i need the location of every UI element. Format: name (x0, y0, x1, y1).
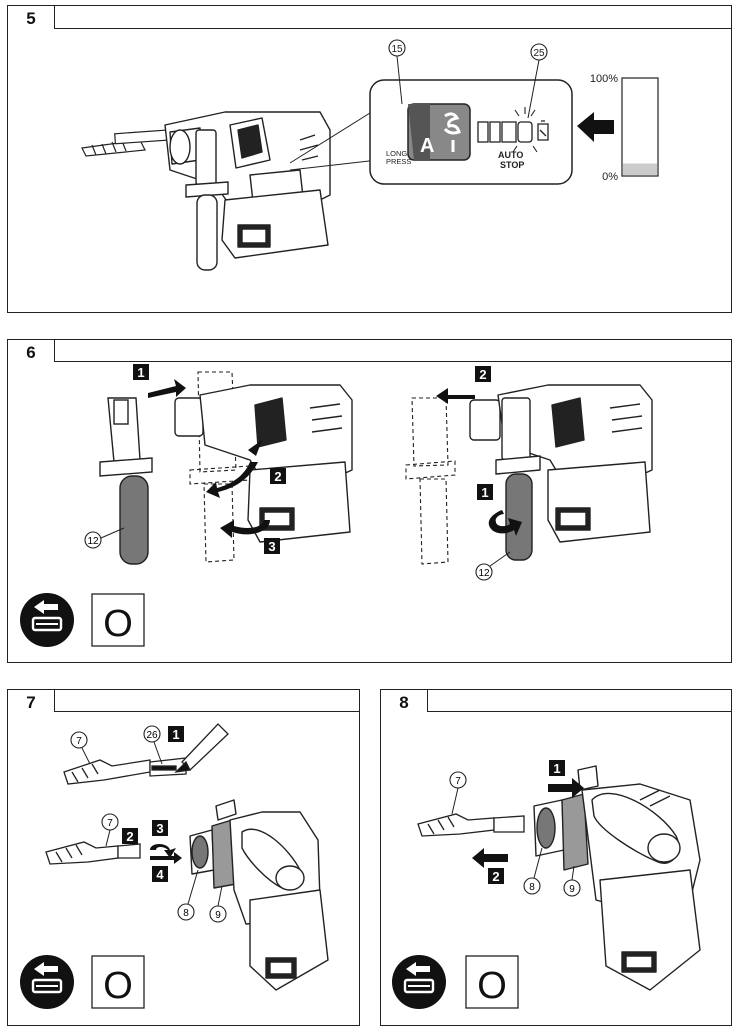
callout-26: 26 (146, 730, 158, 741)
pointing-arrow-5 (577, 112, 614, 142)
result-symbol-7: O (103, 965, 133, 1007)
result-box-8 (465, 955, 519, 1009)
step-7-1: 1 (172, 727, 179, 742)
callout-12-left: 12 (87, 536, 99, 547)
callout-7-fig8: 7 (455, 776, 461, 787)
callout-12-left-circle (84, 531, 102, 549)
figure-6-tab-rule (55, 339, 732, 340)
drill-bit-5 (81, 129, 171, 157)
step-7-2: 2 (126, 829, 133, 844)
indicator-blink-rays (512, 107, 538, 153)
stop-label: STOP (500, 160, 524, 170)
callout-9-fig8: 9 (569, 884, 575, 895)
grease-tube (174, 723, 229, 773)
hammer-drill-7 (189, 799, 329, 991)
side-handle-removed (99, 397, 153, 565)
hammer-drill-6-right (469, 384, 653, 561)
drill-bit-7-lower (45, 841, 141, 865)
arrow-step1-8 (548, 778, 584, 798)
callout-7-top-circle (70, 731, 88, 749)
battery-level-segments (477, 120, 549, 143)
drill-bit-8 (417, 813, 525, 837)
callout-12-right-circle (475, 563, 493, 581)
callout-8-fig8: 8 (529, 882, 535, 893)
figure-8-tab-rule-right (731, 689, 732, 712)
step-6-right-2: 2 (479, 367, 486, 382)
remove-battery-icon-7 (20, 955, 74, 1009)
side-handle-5 (185, 129, 229, 271)
figure-8-number: 8 (380, 689, 428, 712)
step-6-left-1: 1 (137, 365, 144, 380)
callout-9-fig7: 9 (215, 910, 221, 921)
mode-letter: A (420, 135, 434, 157)
step-badges-6: 1 2 3 2 1 (133, 364, 493, 554)
ghost-handle-right (405, 397, 456, 565)
callout-8-circle-8 (523, 877, 541, 895)
long-press-label-1: LONG (386, 149, 407, 158)
figure-7-tab-rule (55, 689, 360, 690)
result-box-6 (91, 593, 145, 647)
figure-5-tab-rule-right (731, 5, 732, 29)
mode-button-shade (408, 104, 430, 160)
zoom-lines-5 (289, 107, 379, 171)
step-6-right-1: 1 (481, 485, 488, 500)
arrow-push-7 (150, 852, 182, 864)
auto-label: AUTO (498, 150, 523, 160)
callout-15-leader (396, 55, 403, 105)
callout-7-top: 7 (76, 736, 82, 747)
figure-6-number: 6 (7, 339, 55, 362)
result-symbol-6: O (103, 603, 133, 645)
battery-gauge-fill (623, 163, 657, 175)
step-8-1: 1 (553, 761, 560, 776)
figure-6-tab-rule-right (731, 339, 732, 362)
figure-7-tab-rule-right (359, 689, 360, 712)
remove-battery-icon-6 (20, 593, 74, 647)
arrow-step1-right-rotate (488, 510, 522, 536)
battery-gauge (621, 77, 659, 177)
remove-battery-icon-8 (392, 955, 446, 1009)
callout-7-lower: 7 (107, 818, 113, 829)
step-7-3: 3 (156, 821, 163, 836)
step-8-2: 2 (492, 869, 499, 884)
step-6-left-2: 2 (274, 469, 281, 484)
arrow-rotate-7 (150, 844, 176, 858)
arrow-step3-left (220, 520, 270, 538)
drill-bit-7-top (63, 757, 187, 785)
gauge-min-label: 0% (602, 171, 618, 183)
figure-8-tab-rule (428, 689, 732, 690)
callout-26-circle (143, 725, 161, 743)
hammer-drill-8 (533, 765, 701, 991)
callout-15: 15 (391, 44, 403, 55)
long-press-label-2: PRESS (386, 157, 411, 166)
gauge-max-label: 100% (590, 73, 618, 85)
callout-8-fig7: 8 (183, 908, 189, 919)
step-6-left-3: 3 (268, 539, 275, 554)
callout-12-right: 12 (478, 568, 490, 579)
callout-25-leader (527, 59, 540, 119)
arrow-step1-left (148, 379, 186, 398)
figure-5-number: 5 (7, 5, 55, 29)
figure-7-number: 7 (7, 689, 55, 712)
arrow-step2-left (206, 462, 258, 498)
arrow-step2-right (436, 388, 475, 404)
callout-25: 25 (533, 48, 545, 59)
result-box-7 (91, 955, 145, 1009)
callout-8-circle-7 (177, 903, 195, 921)
figure-5-tab-rule (55, 5, 732, 6)
arrow-step2-8 (472, 848, 508, 868)
result-symbol-8: O (477, 965, 507, 1007)
arrow-rotate-left (248, 440, 262, 456)
step-7-4: 4 (156, 867, 164, 882)
hammer-mode-icon (443, 112, 461, 152)
